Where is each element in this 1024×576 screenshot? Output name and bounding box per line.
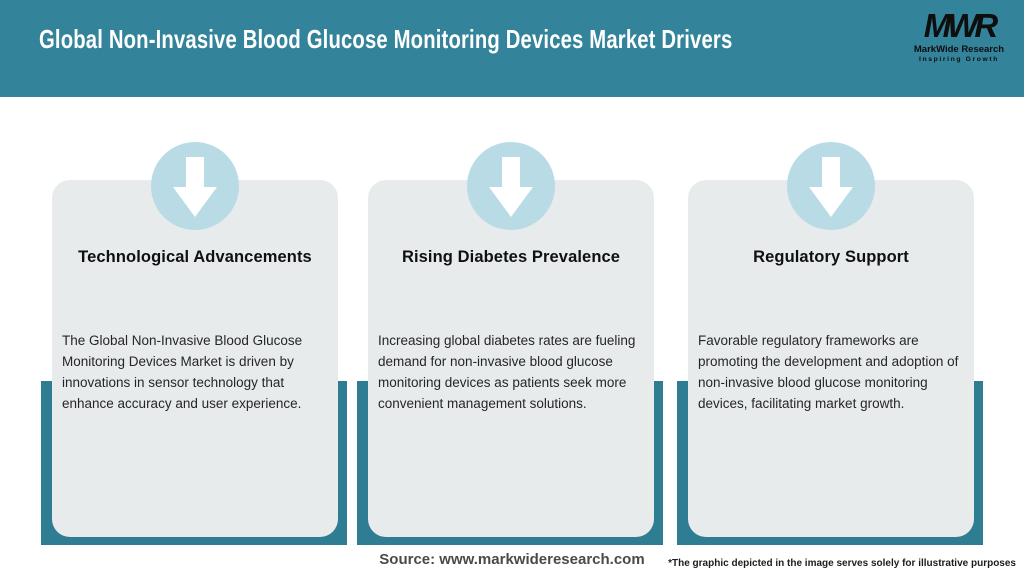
source-text: Source: www.markwideresearch.com [379,551,645,568]
disclaimer-text: *The graphic depicted in the image serve… [668,558,1016,569]
markwide-logo: MWR MarkWide Research Inspiring Growth [907,9,1011,63]
logo-name: MarkWide Research [913,44,1005,55]
card-body-text: The Global Non-Invasive Blood Glucose Mo… [62,333,303,411]
driver-card-technological-advancements: Technological Advancements The Global No… [52,142,338,537]
down-arrow-icon [467,142,555,230]
card-body-text: Increasing global diabetes rates are fue… [378,333,636,411]
logo-monogram: MWR [923,7,998,44]
driver-card-regulatory-support: Regulatory Support Favorable regulatory … [688,142,974,537]
driver-card-rising-diabetes-prevalence: Rising Diabetes Prevalence Increasing gl… [368,142,654,537]
logo-tagline: Inspiring Growth [919,56,999,63]
card-body-text: Favorable regulatory frameworks are prom… [698,333,959,411]
card-title: Regulatory Support [753,248,909,266]
driver-card-slot-1: Technological Advancements The Global No… [41,142,347,546]
card-title: Technological Advancements [78,248,312,266]
page-title: Global Non-Invasive Blood Glucose Monito… [39,24,733,54]
card-title: Rising Diabetes Prevalence [401,248,621,266]
header-bar: Global Non-Invasive Blood Glucose Monito… [0,0,1024,97]
down-arrow-icon [151,142,239,230]
driver-card-slot-2: Rising Diabetes Prevalence Increasing gl… [357,142,663,546]
driver-card-slot-3: Regulatory Support Favorable regulatory … [677,142,983,546]
down-arrow-icon [787,142,875,230]
